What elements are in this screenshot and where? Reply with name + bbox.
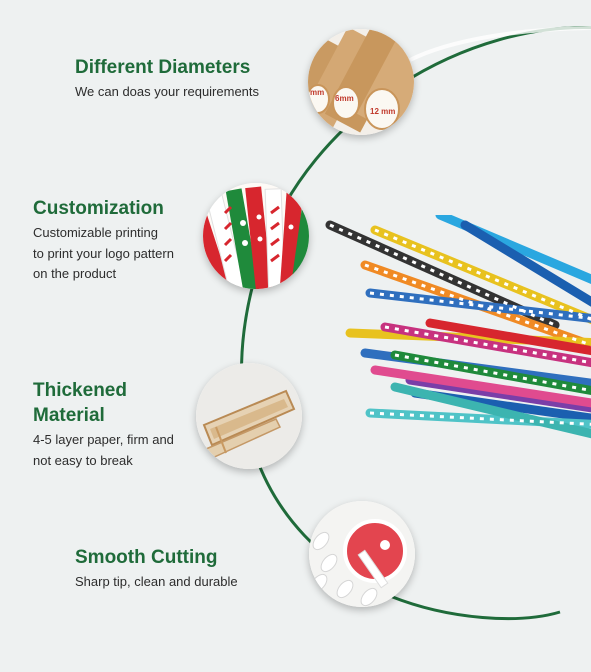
- feature-desc-customization-line1: Customizable printing: [33, 225, 159, 240]
- feature-desc-thickened-line1: 4-5 layer paper, firm and: [33, 432, 174, 447]
- customization-image: [203, 183, 309, 289]
- cut-straw-ends-image: [310, 519, 407, 607]
- feature-title-diameters: Different Diameters: [75, 57, 251, 78]
- feature-desc-smooth-cutting: Sharp tip, clean and durable: [75, 574, 238, 589]
- feature-title-thickened-line2: Material: [33, 405, 105, 426]
- colorful-straws-image: [325, 215, 591, 439]
- label-mm: mm: [310, 88, 324, 97]
- feature-title-smooth-cutting: Smooth Cutting: [75, 547, 218, 568]
- label-12mm: 12 mm: [370, 107, 395, 116]
- feature-desc-diameters: We can doas your requirements: [75, 84, 260, 99]
- kraft-straws-image: [308, 29, 414, 135]
- feature-desc-customization-line2: to print your logo pattern: [33, 246, 174, 261]
- thickened-material-image: [196, 363, 302, 469]
- label-6mm: 6mm: [335, 94, 354, 103]
- feature-desc-customization-line3: on the product: [33, 266, 117, 281]
- feature-title-customization: Customization: [33, 198, 164, 219]
- paper-layers-image: [202, 389, 296, 461]
- feature-desc-thickened-line2: not easy to break: [33, 453, 133, 468]
- smooth-cutting-image: [309, 501, 415, 607]
- christmas-straws-image: [203, 186, 309, 289]
- feature-title-thickened-line1: Thickened: [33, 380, 127, 401]
- diameters-image: mm 6mm 12 mm: [308, 29, 414, 135]
